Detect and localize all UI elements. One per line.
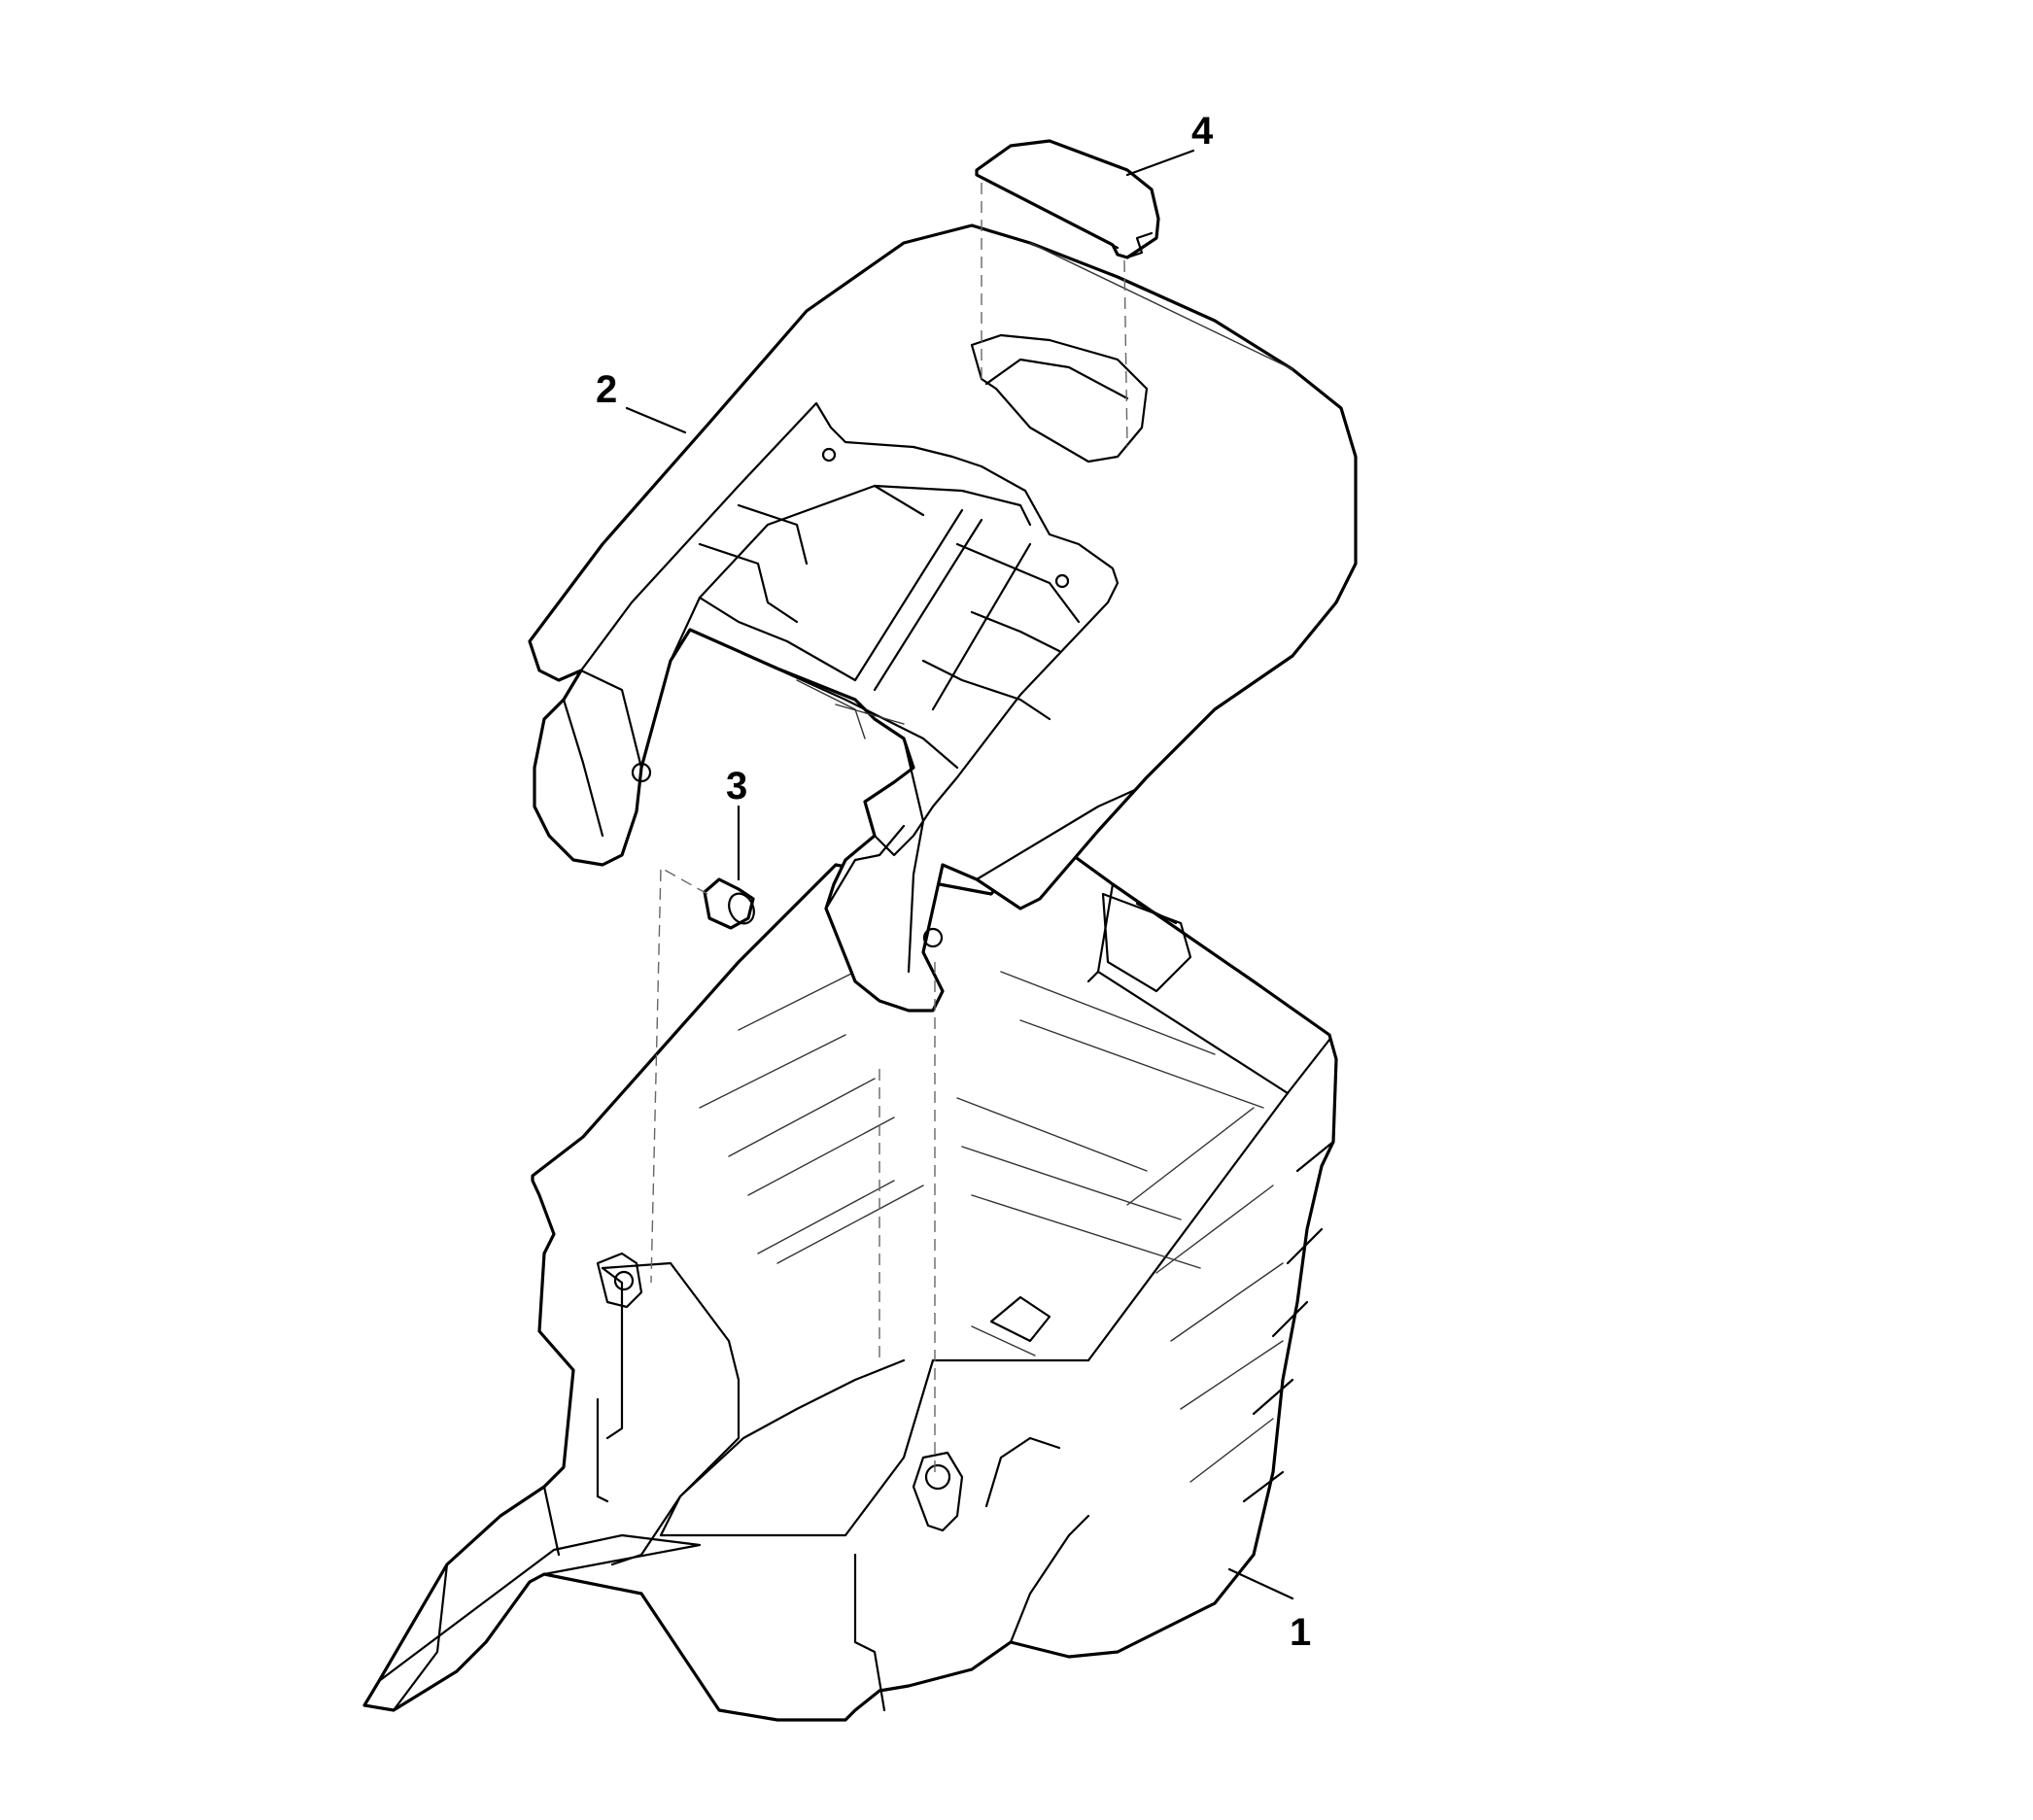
- part-1-catcher-box[interactable]: [362, 843, 1338, 1722]
- callout-leaders: [625, 149, 1294, 1600]
- callout-label-1: 1: [1290, 1611, 1311, 1654]
- assembly-guide-lines: [650, 183, 1128, 1477]
- part-3-pin[interactable]: [703, 877, 759, 930]
- callout-label-2: 2: [596, 368, 617, 411]
- part-2-lid-cover[interactable]: [528, 223, 1358, 1013]
- callout-label-3: 3: [726, 765, 747, 807]
- callout-label-4: 4: [1191, 110, 1214, 153]
- part-4-handle-cap[interactable]: [975, 139, 1160, 259]
